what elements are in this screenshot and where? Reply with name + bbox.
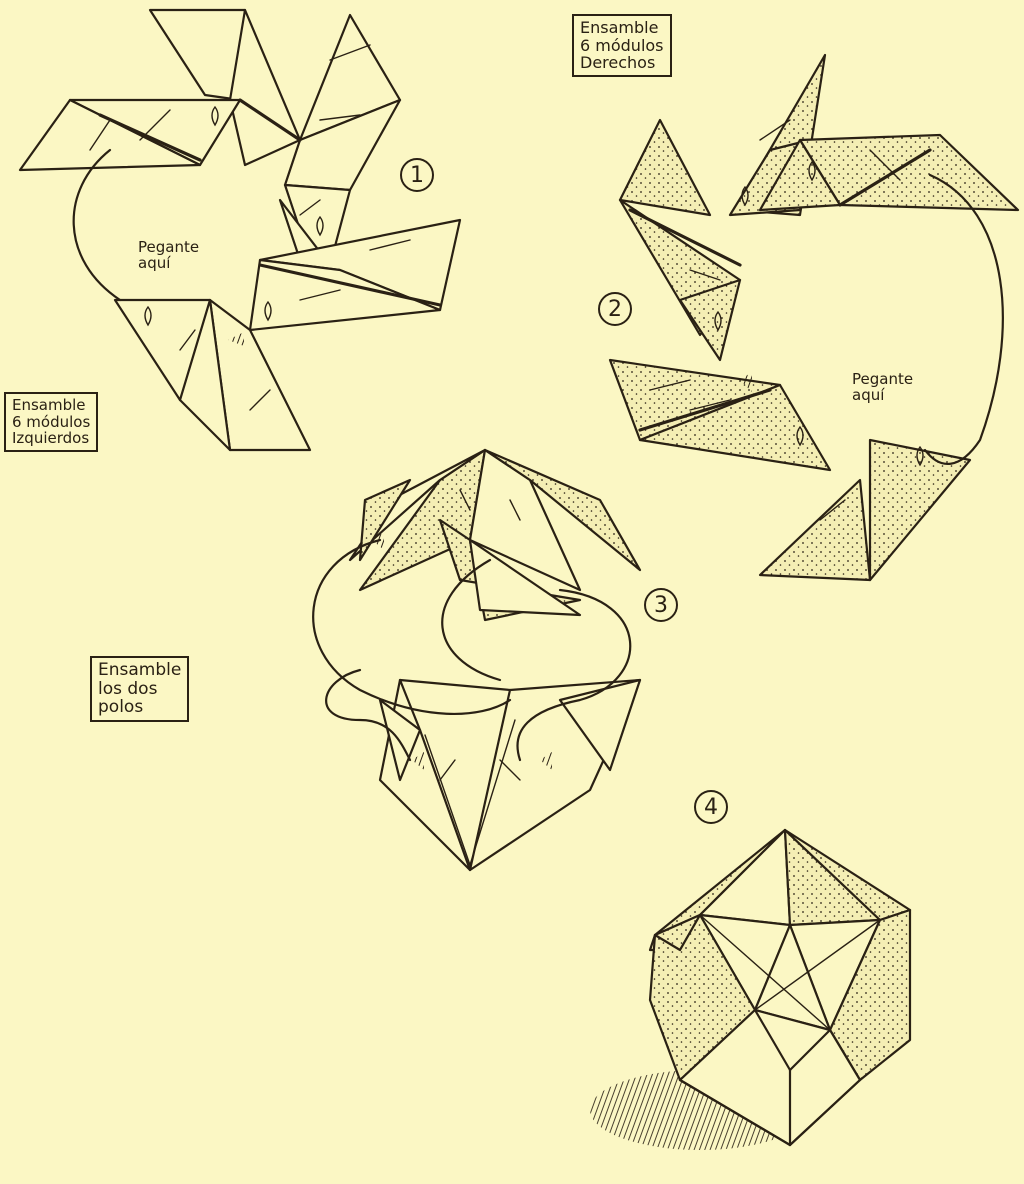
step-number-4: 4 [694, 790, 728, 824]
label-left-modules: Ensamble 6 módulos Izquierdos [4, 392, 98, 452]
label-right-line3: Derechos [580, 54, 664, 72]
label-left-line1: Ensamble [12, 397, 90, 414]
label-join-line1: Ensamble [98, 661, 181, 680]
label-join-poles: Ensamble los dos polos [90, 656, 189, 722]
step-number-2: 2 [598, 292, 632, 326]
label-join-line2: los dos [98, 680, 181, 699]
glue-left-line2: aquí [138, 256, 199, 272]
glue-right-line2: aquí [852, 388, 913, 404]
label-left-line2: 6 módulos [12, 414, 90, 431]
step4-finished-model [590, 830, 910, 1150]
label-right-line2: 6 módulos [580, 37, 664, 55]
label-join-line3: polos [98, 698, 181, 717]
step-number-1: 1 [400, 158, 434, 192]
step2-module-ring [610, 55, 1018, 580]
label-right-line1: Ensamble [580, 19, 664, 37]
glue-note-left: Pegante aquí [138, 240, 199, 272]
step-number-3: 3 [644, 588, 678, 622]
glue-note-right: Pegante aquí [852, 372, 913, 404]
label-left-line3: Izquierdos [12, 430, 90, 447]
label-right-modules: Ensamble 6 módulos Derechos [572, 14, 672, 77]
step1-module-ring [20, 10, 460, 450]
step3-joining-poles [313, 450, 640, 870]
